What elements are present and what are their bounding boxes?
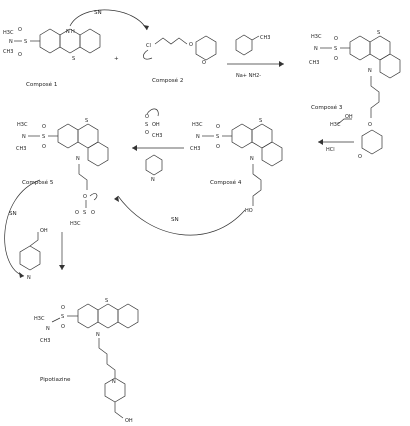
compound-3-ring-sulfur: S: [377, 30, 380, 36]
compound-4-sulfonyl-sulfur: S: [216, 134, 219, 140]
compound-5-ring-nitrogen: N: [76, 156, 80, 162]
compound-1-nh-nitrogen: N: [66, 29, 70, 35]
toluene-methyl: CH3: [260, 35, 270, 41]
compound-4-hydroxyl: HO: [245, 208, 253, 214]
hcl-label: HCl: [326, 147, 335, 153]
compound-4-label: Composé 4: [210, 179, 242, 186]
compound-1-sulfur-atom: S: [24, 39, 27, 45]
mesylate-reagent: S O O OH CH3: [145, 108, 162, 139]
compound-5-structure: H3C N CH3 S O O S N O S O O H3C: [16, 118, 109, 227]
compound-2-label: Composé 2: [152, 77, 183, 84]
compound-5-mesylate-oxygen: O: [83, 194, 87, 200]
compound-3-ring-nitrogen: N: [368, 68, 372, 74]
compound-3-sulfonyl-oxygen-2: O: [334, 56, 338, 62]
compound-2-ether-oxygen: O: [189, 42, 193, 48]
compound-3-ring-oxygen: O: [358, 154, 362, 160]
pipotiazine-sulfonyl-oxygen: O: [61, 305, 65, 311]
sn-top-arrow: [69, 9, 148, 31]
piperidine-ethanol-structure: OH N: [19, 228, 48, 281]
pyridine-nitrogen: N: [151, 177, 155, 183]
compound-3-ether-oxygen: O: [368, 122, 372, 128]
compound-5-methyl: H3C: [17, 122, 28, 128]
pyridine-structure: N: [145, 154, 163, 183]
compound-1-methyl-2: CH3: [3, 49, 13, 55]
sn-mid-label: SN: [171, 217, 179, 223]
compound-5-mesylate-oxygen-2: O: [75, 210, 79, 216]
compound-1-oxygen-atom: O: [18, 27, 22, 33]
mesyl-oxygen: O: [145, 114, 149, 120]
pipotiazine-label: Pipotiazine: [40, 377, 71, 383]
compound-1-oxygen-atom-2: O: [18, 52, 22, 58]
pipotiazine-amide-nitrogen: N: [46, 326, 50, 332]
compound-5-label: Composé 5: [22, 179, 54, 186]
plus-sign: +: [114, 56, 119, 62]
compound-4-ring-sulfur: S: [259, 118, 262, 124]
pipotiazine-structure: H3C N CH3 S O O S N N OH: [34, 298, 139, 424]
compound-5-ring-sulfur: S: [85, 118, 88, 124]
compound-2-ring-oxygen: O: [202, 60, 206, 66]
compound-5-sulfonyl-sulfur: S: [42, 134, 45, 140]
sn-left-arrow: [4, 179, 41, 277]
compound-2-structure: Cl O O: [143, 35, 217, 66]
pipotiazine-methyl: H3C: [34, 316, 45, 322]
pipotiazine-hydroxyl: OH: [125, 418, 133, 424]
compound-3-methyl-2: CH3: [309, 60, 319, 66]
compound-5-mesylate-sulfur: S: [83, 210, 86, 216]
compound-3-amide-nitrogen: N: [314, 46, 318, 52]
compound-5-amide-nitrogen: N: [22, 134, 26, 140]
pipotiazine-sulfonyl-oxygen-2: O: [61, 324, 65, 330]
compound-4-methyl: H3C: [192, 122, 203, 128]
pipotiazine-piperidine-nitrogen: N: [112, 379, 116, 385]
pipotiazine-ring-sulfur: S: [105, 298, 108, 304]
compound-5-mesylate-methyl: H3C: [70, 221, 81, 227]
sn-mid-arrow: [117, 195, 246, 236]
ethanol-oh: OH: [345, 114, 353, 120]
mesyl-oh: OH: [152, 122, 160, 128]
compound-4-sulfonyl-oxygen: O: [216, 124, 220, 130]
mesyl-methyl: CH3: [152, 133, 162, 139]
compound-5-sulfonyl-oxygen: O: [42, 124, 46, 130]
compound-5-sulfonyl-oxygen-2: O: [42, 144, 46, 150]
base-reagent-label: Na+ NH2-: [236, 73, 261, 79]
compound-4-ring-nitrogen: N: [250, 156, 254, 162]
pipotiazine-methyl-2: CH3: [40, 338, 50, 344]
compound-1-amide-nitrogen: N: [9, 39, 13, 45]
compound-4-methyl-2: CH3: [190, 146, 200, 152]
sn-top-label: SN: [94, 10, 102, 16]
compound-3-structure: H3C N CH3 S O O S N O O: [309, 30, 401, 160]
compound-3-label: Composé 3: [311, 104, 343, 111]
compound-1-methyl: H3C: [3, 30, 14, 36]
compound-5-methyl-2: CH3: [16, 146, 26, 152]
ethanol-h3c: H3C: [330, 122, 341, 128]
pipotiazine-ring-nitrogen: N: [96, 332, 100, 338]
compound-1-ring-sulfur: S: [72, 56, 75, 62]
compound-3-sulfonyl-oxygen: O: [334, 36, 338, 42]
compound-1-nh-hydrogen: H: [71, 29, 75, 35]
piperidine-hydroxyl: OH: [40, 228, 48, 234]
compound-5-mesylate-oxygen-3: O: [91, 210, 95, 216]
pipotiazine-sulfonyl-sulfur: S: [61, 314, 64, 320]
mesyl-oxygen-2: O: [145, 130, 149, 136]
piperidine-nitrogen: N: [27, 275, 31, 281]
compound-2-chlorine: Cl: [146, 43, 151, 49]
compound-3-sulfonyl-sulfur: S: [334, 46, 337, 52]
compound-3-methyl: H3C: [311, 34, 322, 40]
mesyl-sulfur: S: [145, 122, 148, 128]
compound-1-label: Composé 1: [26, 81, 58, 88]
compound-4-amide-nitrogen: N: [196, 134, 200, 140]
compound-4-structure: H3C N CH3 S O O S N HO: [190, 118, 283, 214]
sn-left-label: SN: [9, 211, 17, 217]
toluene-structure: CH3: [235, 34, 270, 56]
compound-1-structure: S O O N H3C CH3 N H S: [3, 27, 101, 62]
compound-4-sulfonyl-oxygen-2: O: [216, 144, 220, 150]
